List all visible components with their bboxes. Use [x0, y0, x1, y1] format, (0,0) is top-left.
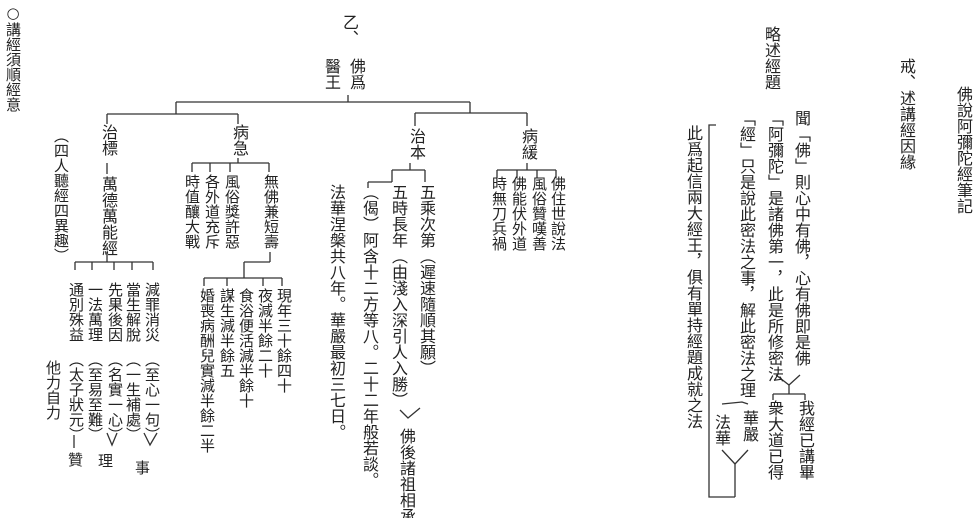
bingji-sub: 現年三十餘四十 — [275, 288, 293, 393]
zhibiao-note: （至易至難） — [86, 352, 104, 442]
four-listeners: （四人聽經四異趣） — [52, 128, 70, 263]
binghuan-item: 佛住世說法 — [549, 176, 567, 251]
zhibiao-item: 當生解脫 — [124, 282, 142, 342]
zhiben-verse-1: （偈）阿含十二方等八。二十二年般若談。 — [360, 184, 379, 488]
brief-line-4: 此爲起信兩大經王，俱有單持經題成就之法 — [684, 125, 703, 429]
group-zan: 贊 — [66, 452, 84, 467]
zhiben-item-2: 五時長年（由淺入深引人入勝） — [389, 184, 408, 408]
bingji-item: 各外道充斥 — [203, 174, 221, 249]
bingji-sub: 婚喪病酬兒實減半餘二半 — [198, 288, 216, 453]
binghuan-label: 病緩 — [519, 128, 538, 160]
brief-result-1: 我經已講畢 — [796, 400, 815, 480]
zhiben-label: 治本 — [407, 128, 426, 160]
margin-note: ○講經須順經意 — [4, 4, 22, 112]
tree-root-a: 佛爲 — [347, 58, 366, 90]
brief-heading: 略述經題 — [762, 26, 781, 90]
fahua-label: 法華 — [712, 414, 731, 446]
zhibiao-item: 先果後因 — [106, 282, 124, 342]
bingji-label: 病急 — [230, 124, 249, 156]
binghuan-item: 時無刀兵禍 — [490, 176, 508, 251]
bingji-item: 風俗獎許惡 — [223, 174, 241, 249]
tree-heading: 乙、 — [340, 14, 359, 46]
zhibiao-item: 一法萬理 — [86, 282, 104, 342]
brief-line-2: 「阿彌陀」是諸佛第一，此是所修密法 — [765, 110, 784, 382]
binghuan-item: 風俗贊嘆善 — [530, 176, 548, 251]
section-heading: 戒、述講經因緣 — [897, 58, 916, 170]
zhibiao-note: （名實一心） — [106, 352, 124, 442]
zhibiao-label: 治標 — [99, 124, 118, 156]
tree-root-b: 醫王 — [322, 58, 341, 90]
group-li: 理 — [96, 453, 114, 468]
zhibiao-sutra: 萬德萬能經 — [99, 176, 118, 256]
huayan-label: 華嚴 — [740, 410, 759, 442]
zhibiao-side: 他力自力 — [44, 360, 62, 420]
bingji-sub: 食浴便活減半餘十 — [237, 288, 255, 408]
zhibiao-note: （一生補處） — [124, 352, 142, 442]
zhibiao-item: 通別殊益 — [67, 282, 85, 342]
zhiben-item-1: 五乘次第（遲速隨順其願） — [417, 184, 436, 376]
bingji-item: 無佛兼短壽 — [262, 174, 280, 249]
zhibiao-note: （至心一句） — [143, 352, 161, 442]
binghuan-item: 佛能伏外道 — [510, 176, 528, 251]
document-title: 佛說阿彌陀經筆記 — [954, 86, 973, 214]
brief-line-3: 「經」只是說此密法之事，解此密法之理 — [737, 110, 756, 398]
brief-line-1: 聞「佛」則心中有佛，心有佛即是佛 — [792, 110, 811, 366]
group-shi: 事 — [133, 460, 151, 475]
zhiben-after: 佛後諸祖相承 — [397, 428, 416, 518]
brief-result-2: 衆大道已得 — [765, 400, 784, 480]
zhibiao-note: （太子狀元） — [67, 352, 85, 442]
zhiben-verse-2: 法華涅槃共八年。華嚴最初三七日。 — [327, 184, 346, 440]
bingji-sub: 夜減半餘二十 — [256, 288, 274, 378]
zhibiao-item: 減罪消災 — [143, 282, 161, 342]
bingji-sub: 謀生減半餘五 — [218, 288, 236, 378]
bingji-item: 時值釀大戰 — [183, 174, 201, 249]
